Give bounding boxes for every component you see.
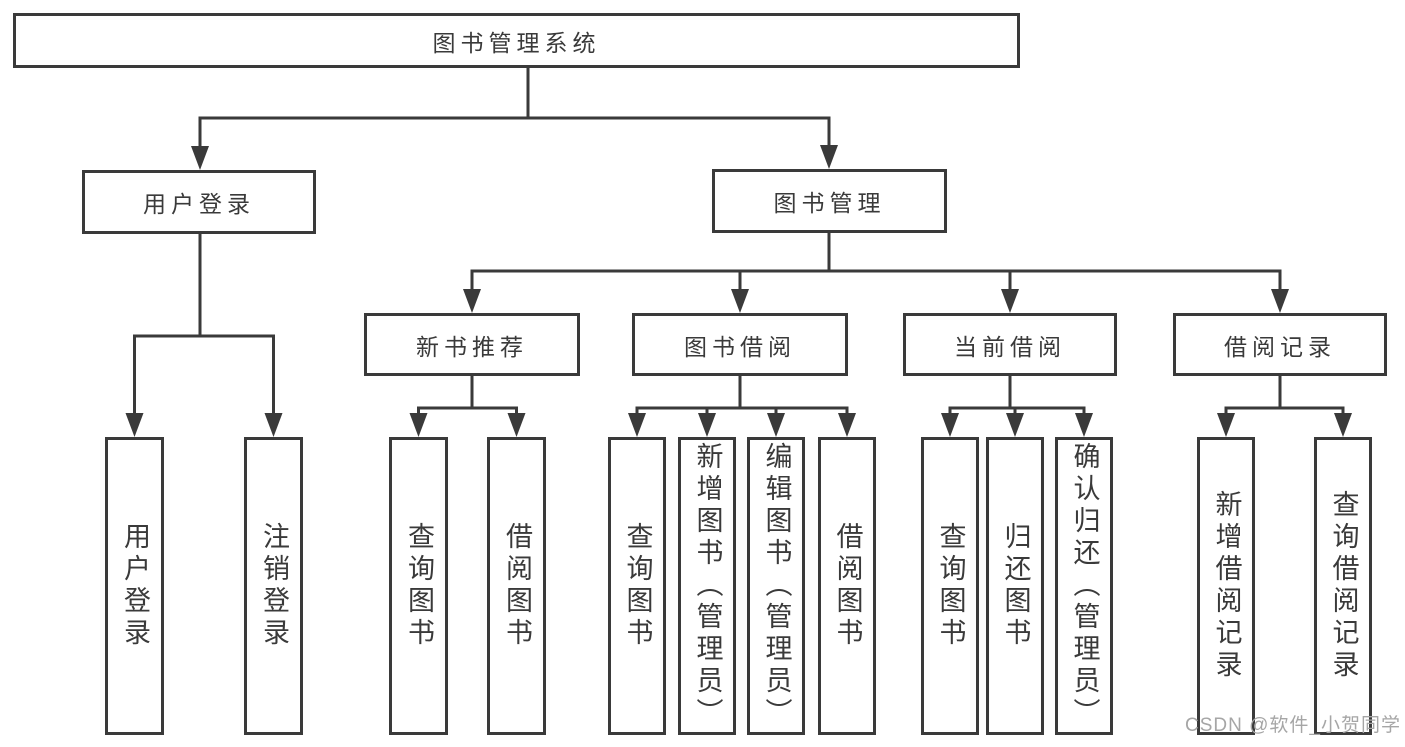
node-new-book-recommendation: 新书推荐 <box>364 313 580 376</box>
leaf-add-book-admin: 新增图书（管理员） <box>678 437 736 735</box>
node-library-management-system: 图书管理系统 <box>13 13 1020 68</box>
node-current-borrowing: 当前借阅 <box>903 313 1117 376</box>
csdn-watermark: CSDN @软件_小贺同学 <box>1185 715 1401 736</box>
leaf-recommend-borrow-books: 借阅图书 <box>487 437 546 735</box>
leaf-logout: 注销登录 <box>244 437 303 735</box>
node-borrowing-records: 借阅记录 <box>1173 313 1387 376</box>
leaf-edit-book-admin: 编辑图书（管理员） <box>747 437 805 735</box>
leaf-query-borrow-record: 查询借阅记录 <box>1314 437 1372 735</box>
leaf-borrowing-query-books: 查询图书 <box>608 437 666 735</box>
leaf-current-query-books: 查询图书 <box>921 437 979 735</box>
arrowheads <box>125 145 1352 437</box>
leaf-return-books: 归还图书 <box>986 437 1044 735</box>
leaf-confirm-return-admin: 确认归还（管理员） <box>1055 437 1113 735</box>
leaf-user-login: 用户登录 <box>105 437 164 735</box>
node-book-borrowing: 图书借阅 <box>632 313 848 376</box>
leaf-add-borrow-record: 新增借阅记录 <box>1197 437 1255 735</box>
leaf-recommend-query-books: 查询图书 <box>389 437 448 735</box>
leaf-borrowing-borrow-books: 借阅图书 <box>818 437 876 735</box>
node-user-login: 用户登录 <box>82 170 316 234</box>
node-book-management: 图书管理 <box>712 169 947 233</box>
